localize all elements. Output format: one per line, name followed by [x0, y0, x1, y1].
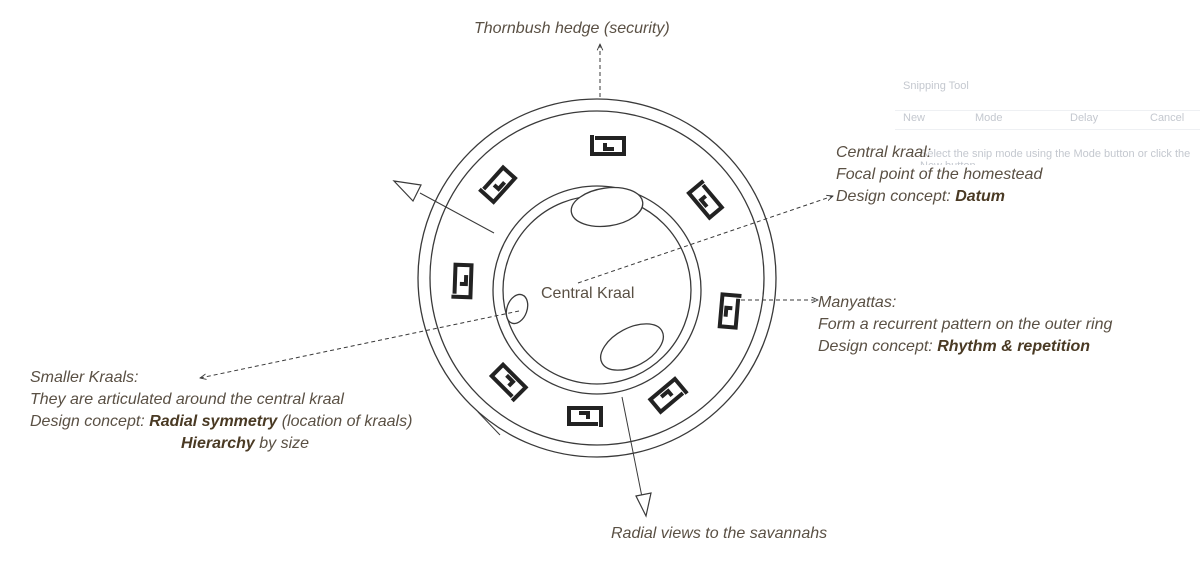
- ghost-window: Snipping Tool New Mode Delay Cancel Sele…: [885, 70, 1200, 165]
- smaller-kraals-title: Smaller Kraals:: [30, 369, 139, 386]
- view-line-left: [419, 192, 495, 234]
- manyatta-hut: [567, 406, 603, 427]
- concept-connector: [477, 411, 501, 436]
- radial-views-label: Radial views to the savannahs: [611, 525, 828, 542]
- hierarchy-concept: Hierarchy: [181, 435, 255, 452]
- central-kraal-label: Central Kraal: [541, 285, 635, 302]
- manyatta-hut: [686, 179, 725, 221]
- ghost-menu-item: Cancel: [1150, 112, 1185, 124]
- concept-prefix: Design concept:: [30, 413, 150, 430]
- small-kraal-left: [505, 293, 529, 325]
- hierarchy-note: by size: [254, 435, 310, 452]
- leader-lines: [200, 44, 833, 498]
- manyattas: [451, 135, 742, 427]
- view-arrow-bottom: [635, 492, 652, 518]
- manyatta-hut: [647, 376, 689, 415]
- manyatta-hut: [488, 361, 529, 403]
- central-kraal-title: Central kraal:: [836, 144, 932, 161]
- view-arrowheads: [392, 180, 652, 518]
- manyatta-hut: [451, 262, 474, 300]
- concept-prefix: Design concept:: [818, 338, 938, 355]
- central-kraal-desc: Focal point of the homestead: [836, 166, 1043, 183]
- ghost-toolbar: [895, 110, 1200, 130]
- central-kraal-outer-ring: [492, 185, 702, 395]
- smaller-kraals-concept-line: Design concept: Radial symmetry (locatio…: [30, 411, 412, 433]
- ghost-window-title: Snipping Tool: [903, 80, 969, 92]
- ghost-hint: Select the snip mode using the Mode butt…: [920, 148, 1191, 165]
- concept-prefix: Design concept:: [836, 188, 956, 205]
- view-arrow-left: [392, 180, 422, 203]
- hedge-inner-ring: [429, 110, 765, 446]
- small-kraal-top: [570, 186, 644, 228]
- hedge-label: Thornbush hedge (security): [474, 20, 670, 37]
- smaller-kraals: [505, 186, 664, 371]
- view-line-bottom: [621, 396, 643, 498]
- ghost-menu-item: New: [903, 112, 926, 124]
- central-kraal-annotation: Central kraal: Focal point of the homest…: [836, 142, 1042, 208]
- ghost-menu-item: Mode: [975, 112, 1003, 124]
- manyattas-concept-line: Design concept: Rhythm & repetition: [818, 336, 1112, 358]
- ghost-menu-item: Delay: [1070, 112, 1099, 124]
- smaller-kraals-concept: Radial symmetry: [149, 413, 278, 430]
- central-kraal-concept: Datum: [955, 188, 1005, 205]
- central-kraal-leader: [577, 196, 833, 284]
- smaller-kraals-concept-note: (location of kraals): [277, 413, 413, 430]
- smaller-kraals-annotation: Smaller Kraals: They are articulated aro…: [30, 367, 412, 455]
- manyattas-annotation: Manyattas: Form a recurrent pattern on t…: [818, 292, 1112, 358]
- smaller-kraal-leader: [200, 310, 520, 378]
- small-kraal-bottom: [600, 323, 664, 371]
- hierarchy-line: Hierarchy by size: [30, 433, 412, 455]
- smaller-kraals-desc: They are articulated around the central …: [30, 391, 344, 408]
- manyattas-desc: Form a recurrent pattern on the outer ri…: [818, 316, 1113, 333]
- hedge-outer-ring: [417, 98, 777, 458]
- manyattas-concept: Rhythm & repetition: [937, 338, 1091, 355]
- central-kraal-concept-line: Design concept: Datum: [836, 186, 1042, 208]
- manyatta-hut: [717, 292, 742, 330]
- manyatta-hut: [590, 135, 626, 156]
- manyattas-title: Manyattas:: [818, 294, 897, 311]
- manyatta-hut: [478, 164, 518, 205]
